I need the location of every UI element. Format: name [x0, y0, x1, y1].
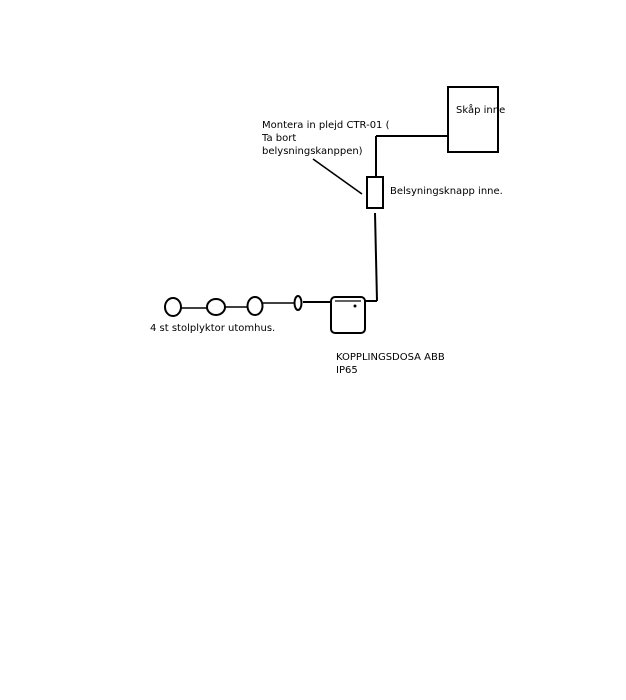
switch-label: Belsyningsknapp inne. [390, 186, 503, 197]
switch-box [366, 176, 384, 209]
wire-vertical-lower [374, 212, 378, 302]
mount-note-line-1: Montera in plejd CTR-01 ( [262, 120, 390, 131]
mount-note-line-3: belysningskanppen) [262, 146, 363, 157]
mount-note-line-2: Ta bort [262, 133, 297, 144]
cabinet-box [447, 86, 499, 153]
junction-box-label-line-2: IP65 [336, 365, 358, 376]
cabinet-label: Skåp inne [456, 105, 506, 116]
junction-box-label: KOPPLINGSDOSA ABB IP65 [336, 351, 445, 377]
junction-box-dot [353, 304, 357, 308]
lamp-1 [164, 297, 182, 317]
lamp-4 [293, 295, 303, 311]
note-pointer-line [312, 158, 363, 195]
lights-label: 4 st stolplyktor utomhus. [150, 323, 276, 334]
junction-box-label-line-1: KOPPLINGSDOSA ABB [336, 352, 445, 363]
mount-note-label: Montera in plejd CTR-01 ( Ta bort belysn… [262, 119, 390, 158]
lamp-2 [206, 298, 226, 316]
lamp-3 [246, 296, 264, 316]
junction-box [330, 296, 366, 334]
